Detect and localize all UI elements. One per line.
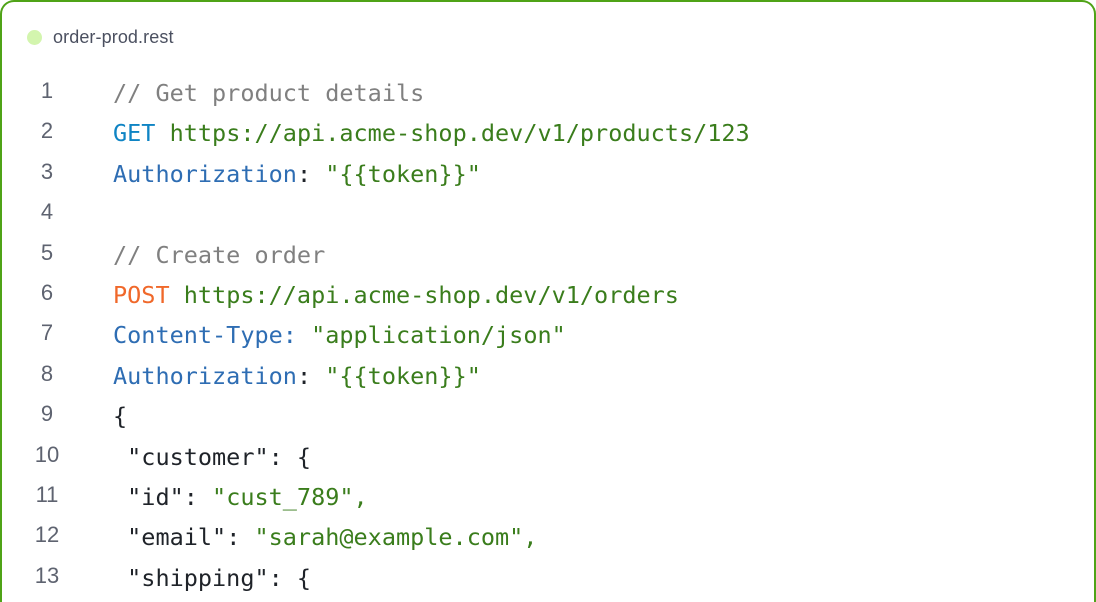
token-punct: : { [268,563,312,592]
token-key: "shipping" [113,563,269,592]
file-name[interactable]: order-prod.rest [53,26,174,47]
token-punct [297,321,311,349]
line-number: 12 [34,522,60,548]
token-key: "customer" [113,442,269,471]
line-content[interactable]: Authorization: "{{token}}" [113,362,481,390]
code-line[interactable]: 1 // Get product details [2,72,1094,112]
code-line[interactable]: 7 Content-Type: "application/json" [2,314,1094,354]
line-number: 6 [40,279,54,305]
code-line[interactable]: 6 POST https://api.acme-shop.dev/v1/order… [2,274,1094,314]
line-number: 11 [35,481,59,507]
code-line[interactable]: 8 Authorization: "{{token}}" [2,355,1094,395]
status-dot-icon [27,29,42,45]
line-number: 8 [40,360,54,386]
code-editor[interactable]: 1 // Get product details 2 GET https://api… [2,72,1094,597]
token-key: "id" [113,482,184,511]
line-content[interactable]: // Get product details [113,79,424,107]
file-header: order-prod.rest [27,24,174,50]
token-string: "application/json" [311,321,566,350]
code-line[interactable]: 9{ [2,395,1094,435]
token-key: "email" [113,523,227,552]
token-comment: // Create order [113,240,326,269]
token-punct [155,119,169,147]
token-string: "cust_789", [212,482,368,511]
token-string: "sarah@example.com", [254,523,538,552]
line-content[interactable]: "id": "cust_789", [113,483,368,511]
token-url: https://api.acme-shop.dev/v1/products/12… [169,119,750,148]
line-number: 9 [40,401,54,427]
line-content[interactable]: "email": "sarah@example.com", [113,523,537,551]
token-punct: : [296,159,326,188]
code-line[interactable]: 11 "id": "cust_789", [2,476,1094,516]
line-content[interactable]: Authorization: "{{token}}" [113,160,481,188]
line-number: 5 [40,239,54,265]
line-content[interactable]: { [113,402,127,430]
token-punct: : [183,482,213,511]
token-get: GET [113,119,156,148]
code-line[interactable]: 12 "email": "sarah@example.com", [2,516,1094,556]
token-header: Authorization [113,361,297,390]
token-string: "{{token}}" [325,159,481,188]
line-number: 2 [40,118,54,144]
token-header: Content-Type: [113,321,297,350]
code-line[interactable]: 4 [2,193,1094,233]
code-line[interactable]: 5 // Create order [2,234,1094,274]
line-number: 1 [40,78,54,103]
line-number: 3 [40,158,54,184]
token-post: POST [113,280,170,309]
token-punct: : { [268,442,312,471]
token-punct [170,281,184,309]
line-number: 7 [40,320,54,346]
token-string: "{{token}}" [325,361,481,390]
code-line[interactable]: 13 "shipping": { [2,557,1094,597]
line-content[interactable]: POST https://api.acme-shop.dev/v1/orders [113,281,679,309]
line-content[interactable]: // Create order [113,241,325,269]
token-url: https://api.acme-shop.dev/v1/orders [183,280,679,309]
token-punct: : [296,361,326,390]
line-number: 10 [34,441,60,467]
code-line[interactable]: 2 GET https://api.acme-shop.dev/v1/produc… [2,112,1094,152]
token-punct: : [226,523,255,552]
line-content[interactable]: "shipping": { [113,564,311,592]
line-content[interactable]: Content-Type: "application/json" [113,321,566,349]
line-content[interactable]: GET https://api.acme-shop.dev/v1/product… [113,119,750,147]
line-number: 4 [40,199,54,225]
token-comment: // Get product details [113,79,425,107]
code-line[interactable]: 3 Authorization: "{{token}}" [2,153,1094,193]
token-header: Authorization [113,159,297,188]
token-punct: { [113,402,128,431]
code-line[interactable]: 10 "customer": { [2,436,1094,476]
line-content[interactable]: "customer": { [113,443,311,471]
